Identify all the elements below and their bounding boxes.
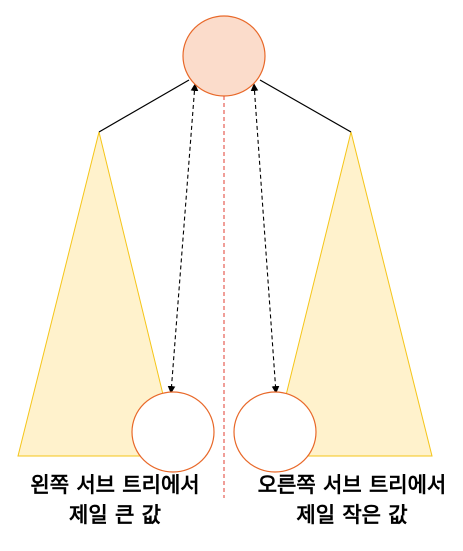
- left-caption-line1: 왼쪽 서브 트리에서: [30, 473, 200, 497]
- right-edge: [259, 79, 352, 133]
- left-dashed-arrow: [167, 83, 199, 394]
- root-node: [182, 15, 266, 97]
- right-subtree-triangle: [270, 131, 433, 457]
- right-caption-line1: 오른쪽 서브 트리에서: [257, 473, 447, 497]
- left-edge: [98, 79, 190, 133]
- left-caption-line2: 제일 큰 값: [69, 503, 161, 527]
- right-dashed-arrow: [250, 83, 280, 394]
- right-caption-line2: 제일 작은 값: [296, 503, 408, 527]
- right-subtree-caption: 오른쪽 서브 트리에서 제일 작은 값: [232, 470, 463, 530]
- left-max-node: [131, 391, 215, 473]
- right-min-node: [233, 391, 317, 473]
- left-subtree-caption: 왼쪽 서브 트리에서 제일 큰 값: [0, 470, 235, 530]
- left-subtree-triangle: [17, 131, 179, 457]
